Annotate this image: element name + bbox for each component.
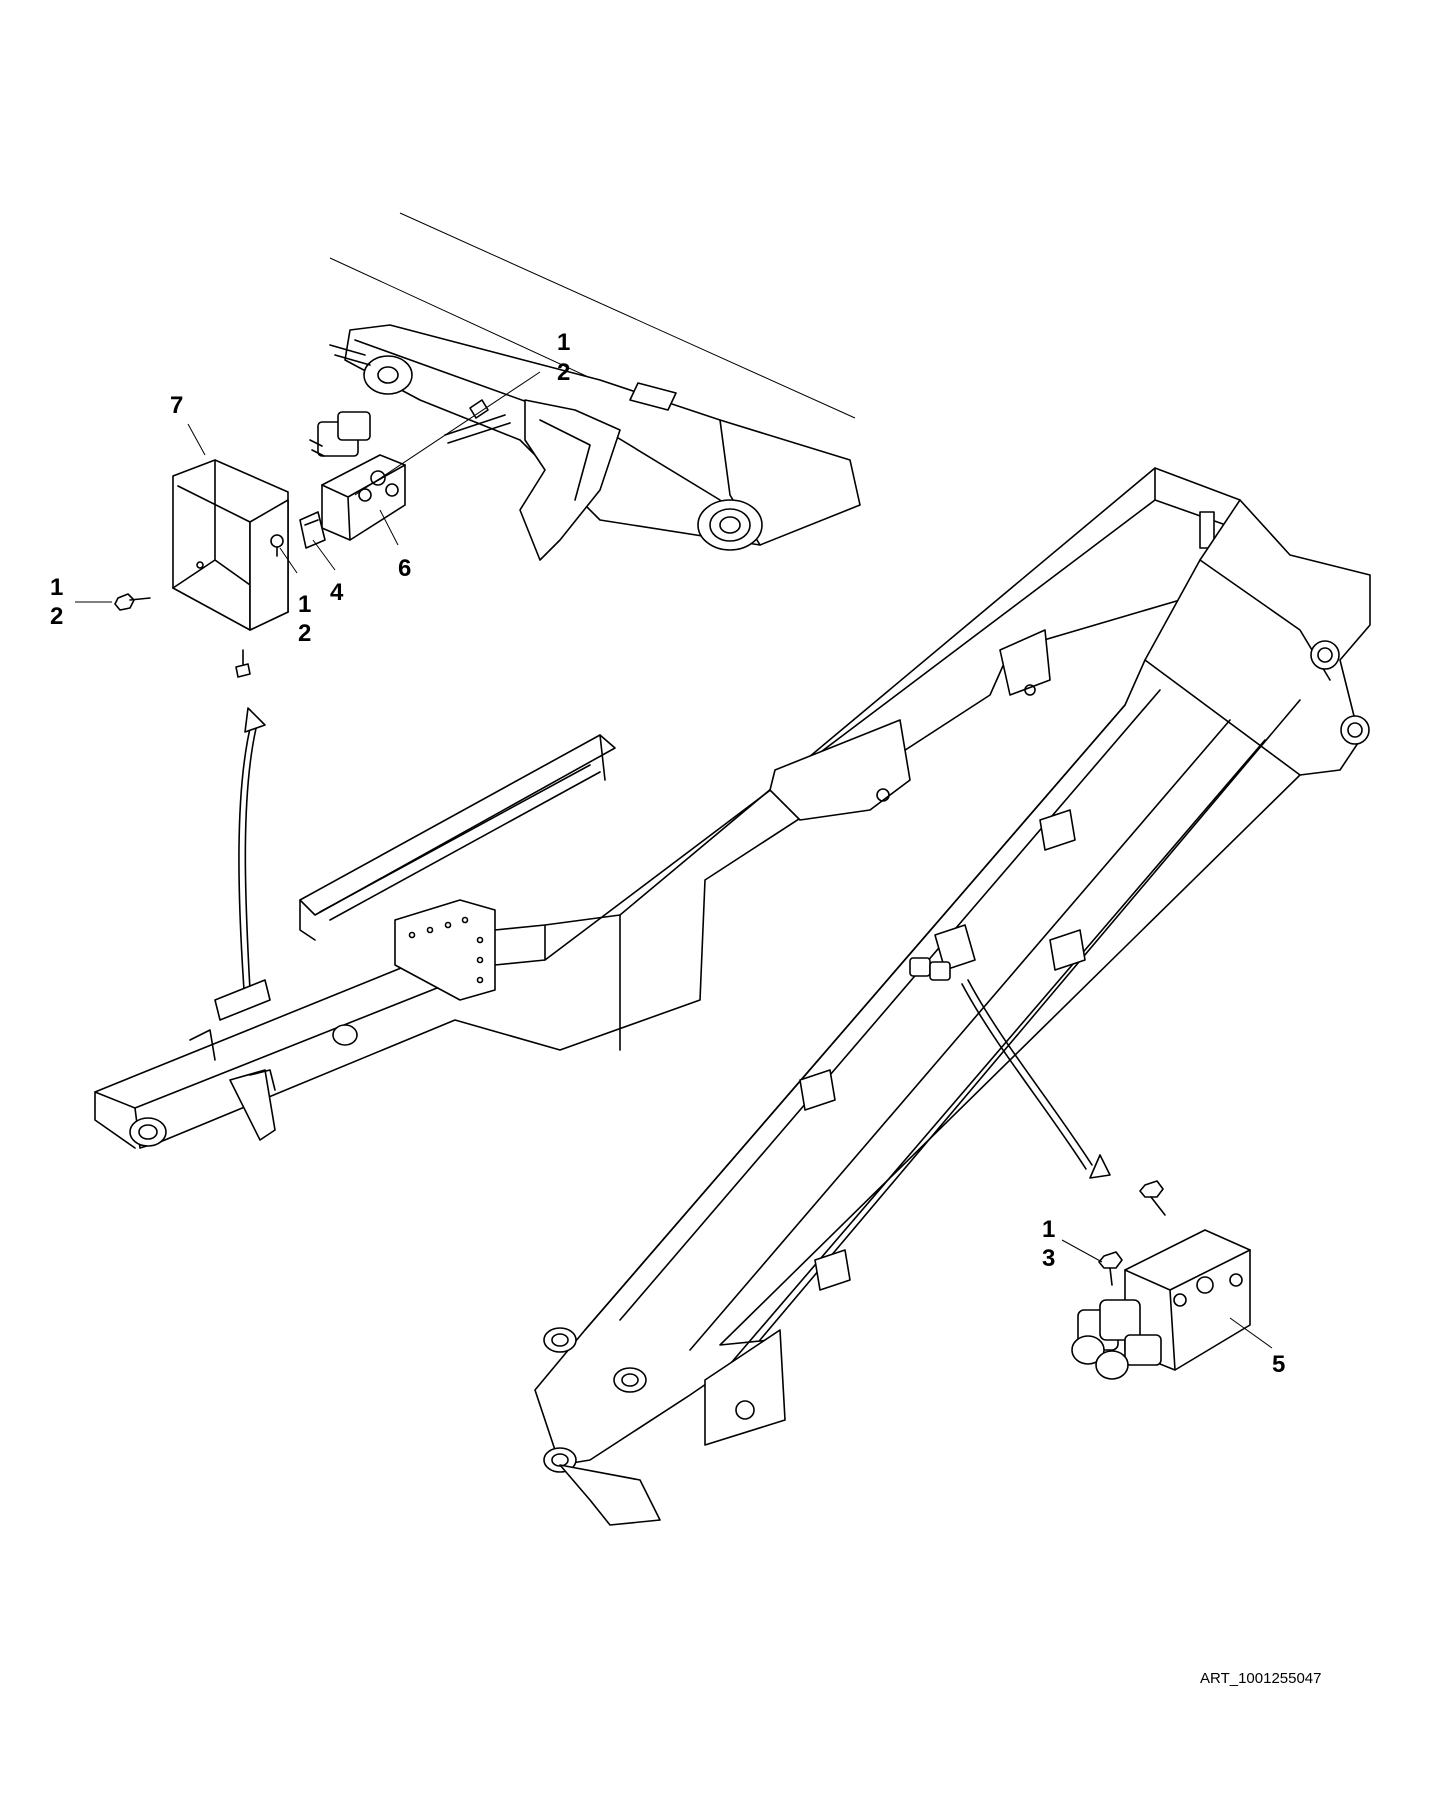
callout-left-2: 2 <box>50 603 63 630</box>
detail-arrow-down <box>961 979 1111 1179</box>
upper-boom-detail <box>329 212 861 561</box>
art-reference-number: ART_1001255047 <box>1200 1670 1322 1687</box>
bracket-part-4 <box>299 511 326 549</box>
callout-part-5: 5 <box>1272 1351 1285 1378</box>
fasteners-top-detail <box>114 534 284 678</box>
detail-arrow-up <box>238 707 266 991</box>
valve-cover-part-7 <box>172 459 289 631</box>
callout-labels: 1 2 7 1 2 1 2 4 6 1 3 5 <box>50 329 1285 1378</box>
callout-mid-2: 2 <box>298 620 311 647</box>
callout-top-right-1: 1 <box>557 329 570 356</box>
callout-bottom-1: 1 <box>1042 1216 1055 1243</box>
valve-block-part-6 <box>309 411 406 541</box>
callout-part-4: 4 <box>330 579 344 606</box>
callout-top-right-2: 2 <box>557 359 570 386</box>
callout-part-6: 6 <box>398 555 411 582</box>
callout-mid-1: 1 <box>298 591 311 618</box>
main-boom-assembly <box>94 467 1246 1149</box>
valve-block-part-5 <box>1071 1229 1251 1380</box>
upper-boom-assembly <box>534 499 1371 1526</box>
fasteners-bottom-detail <box>1098 1180 1166 1286</box>
leader-lines-top <box>75 371 541 603</box>
callout-left-1: 1 <box>50 574 63 601</box>
callout-bottom-3: 3 <box>1042 1245 1055 1272</box>
leader-lines-bottom <box>1061 1239 1273 1349</box>
callout-part-7: 7 <box>170 392 183 419</box>
